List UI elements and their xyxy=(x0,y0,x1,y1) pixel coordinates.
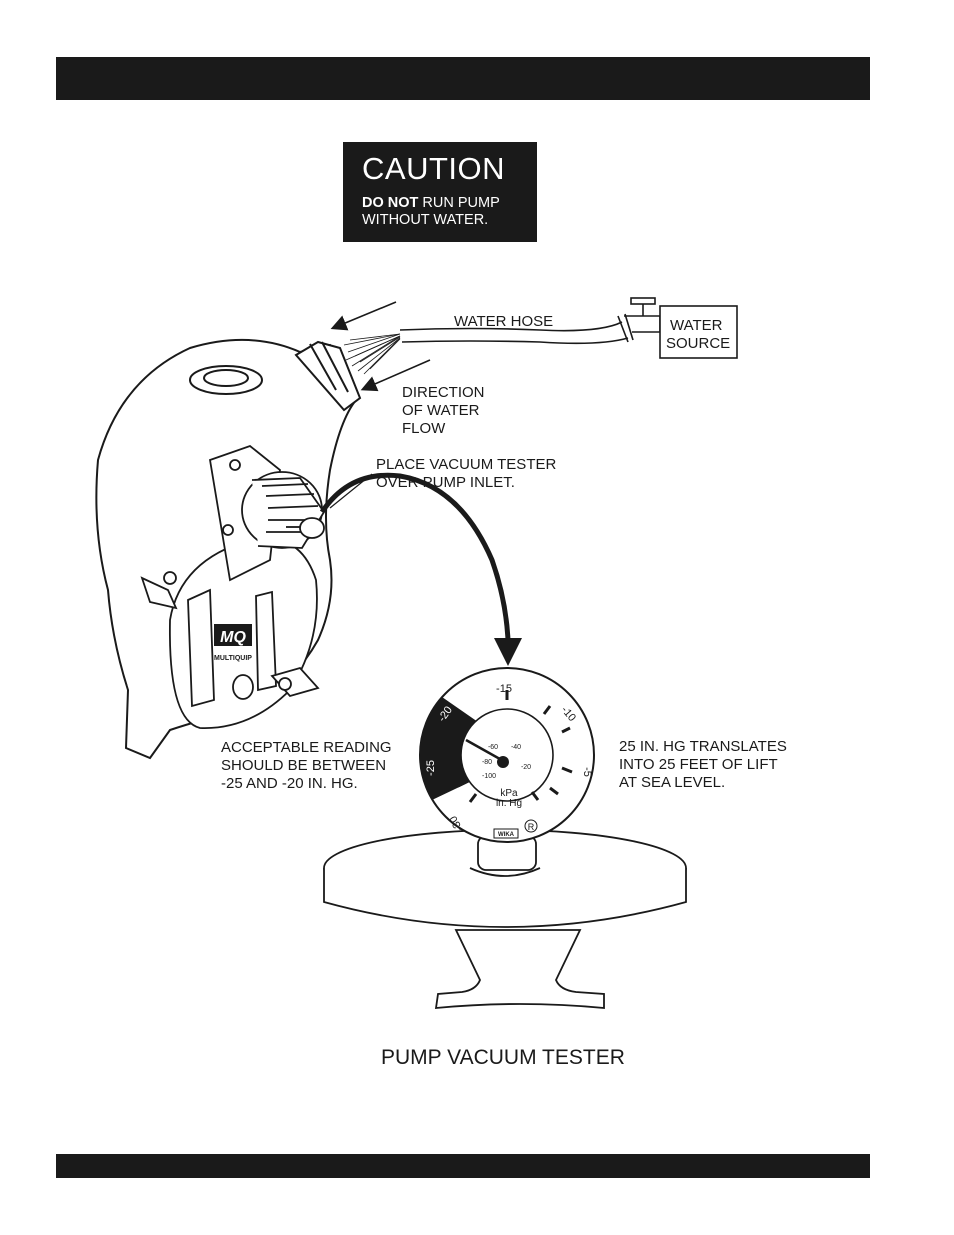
water-source-box xyxy=(659,305,738,359)
direction-label-2: OF WATER xyxy=(402,402,480,419)
gauge-unit-inhg: in. Hg xyxy=(496,798,522,809)
caution-title: CAUTION xyxy=(362,151,505,186)
direction-label-1: DIRECTION xyxy=(402,384,485,401)
translates-label-1: 25 IN. HG TRANSLATES xyxy=(619,738,787,755)
water-source-label-1: WATER xyxy=(670,317,723,334)
tester-hose xyxy=(319,472,511,641)
caution-message: DO NOT RUN PUMP WITHOUT WATER. xyxy=(362,195,537,229)
caution-line2: WITHOUT WATER. xyxy=(362,212,489,228)
flow-arrow-top xyxy=(330,301,397,331)
caution-box: CAUTION DO NOT RUN PUMP WITHOUT WATER. xyxy=(343,142,537,242)
water-hose xyxy=(399,313,634,345)
tester-leader-line xyxy=(329,473,373,509)
registered-mark: R xyxy=(528,822,535,832)
caution-emphasis: DO NOT xyxy=(362,195,419,211)
vacuum-tester-on-inlet xyxy=(241,471,326,549)
place-tester-label-2: OVER PUMP INLET. xyxy=(376,474,515,491)
figure-caption: PUMP VACUUM TESTER xyxy=(381,1046,625,1069)
direction-label-3: FLOW xyxy=(402,420,446,437)
translates-label-3: AT SEA LEVEL. xyxy=(619,774,726,791)
tick-outer-2: -5 xyxy=(581,767,593,777)
tick-inner-1: -40 xyxy=(511,744,521,751)
gauge-pedestal xyxy=(323,829,687,1010)
tick-outer-4: -25 xyxy=(425,760,437,776)
place-tester-label-1: PLACE VACUUM TESTER xyxy=(376,456,557,473)
acceptable-label-3: -25 AND -20 IN. HG. xyxy=(221,775,358,792)
vacuum-gauge: -15 -10 -5 -20 -25 -30 -60 -40 -20 -80 -… xyxy=(419,667,595,843)
logo-name: MULTIQUIP xyxy=(214,655,252,662)
caution-line1: RUN PUMP xyxy=(418,195,500,211)
tick-inner-2: -20 xyxy=(521,764,531,771)
water-source-label-2: SOURCE xyxy=(666,335,731,352)
flow-arrow-bottom xyxy=(360,359,431,392)
tick-outer-0: -15 xyxy=(496,683,512,695)
gauge-brand: WIKA xyxy=(498,832,515,838)
water-hose-label: WATER HOSE xyxy=(454,313,554,330)
multiquip-logo: MQ MULTIQUIP xyxy=(214,624,252,662)
water-spray xyxy=(343,333,401,375)
logo-mark: MQ xyxy=(220,629,246,646)
footer-bar xyxy=(56,1154,870,1178)
acceptable-zone xyxy=(419,697,478,800)
acceptable-label-1: ACCEPTABLE READING xyxy=(221,739,392,756)
tick-inner-4: -100 xyxy=(482,773,496,780)
acceptable-label-2: SHOULD BE BETWEEN xyxy=(221,757,387,774)
header-bar xyxy=(56,57,870,100)
tick-inner-3: -80 xyxy=(482,759,492,766)
translates-label-2: INTO 25 FEET OF LIFT xyxy=(619,756,778,773)
tick-inner-0: -60 xyxy=(488,744,498,751)
hose-arrow xyxy=(494,638,522,666)
gauge-unit-kpa: kPa xyxy=(500,788,518,799)
